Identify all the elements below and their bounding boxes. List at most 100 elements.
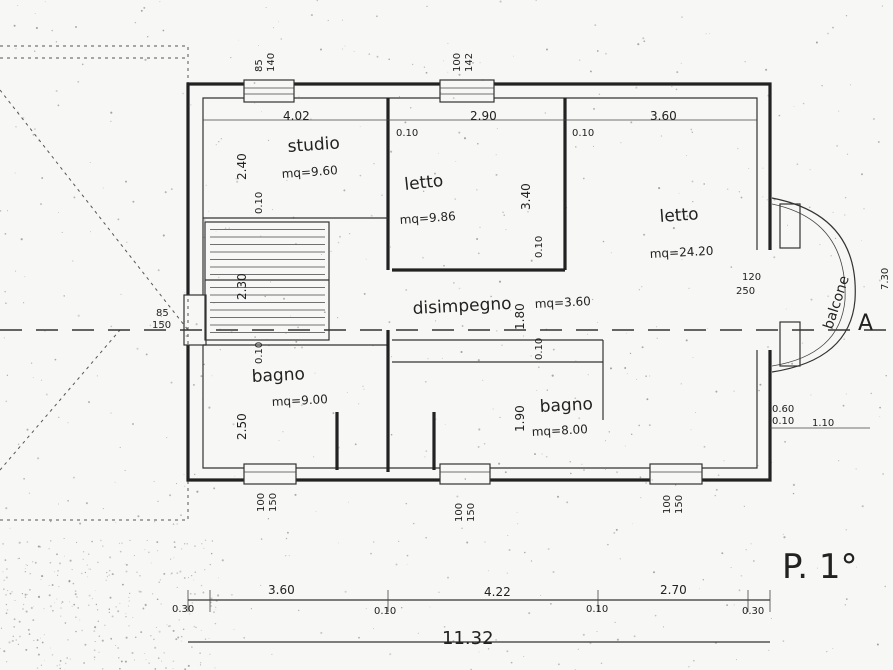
speckle-dot <box>145 659 147 660</box>
speckle-dot <box>64 555 65 557</box>
speckle-dot <box>694 411 696 413</box>
speckle-dot <box>35 26 38 30</box>
speckle-dot <box>162 234 165 237</box>
top-dimensions: 4.02 2.90 3.60 <box>203 109 757 123</box>
speckle-dot <box>105 579 107 581</box>
speckle-dot <box>389 246 391 248</box>
speckle-dot <box>602 240 605 243</box>
speckle-dot <box>152 593 154 595</box>
room-area-letto-2: mq=24.20 <box>649 244 713 261</box>
speckle-dot <box>688 666 690 668</box>
speckle-dot <box>406 554 409 557</box>
speckle-dot <box>662 626 664 628</box>
speckle-dot <box>310 118 312 120</box>
room-name-disimpegno: disimpegno <box>412 294 512 319</box>
speckle-dot <box>217 276 220 279</box>
speckle-dot <box>266 67 268 70</box>
speckle-dot <box>187 664 190 667</box>
speckle-dot <box>3 579 6 582</box>
speckle-dot <box>77 314 80 317</box>
speckle-dot <box>154 521 156 523</box>
speckle-dot <box>213 487 216 490</box>
speckle-dot <box>477 252 480 255</box>
speckle-dot <box>271 653 273 656</box>
speckle-dot <box>125 636 128 639</box>
thin-label-7: 0.10 <box>772 416 794 427</box>
speckle-dot <box>604 440 606 442</box>
speckle-dot <box>74 590 77 592</box>
speckle-dot <box>144 58 147 61</box>
speckle-dot <box>757 465 759 467</box>
speckle-dot <box>199 652 201 654</box>
speckle-dot <box>619 557 622 560</box>
speckle-dot <box>129 592 131 595</box>
speckle-dot <box>128 600 130 602</box>
speckle-dot <box>856 566 857 568</box>
speckle-dot <box>220 138 222 140</box>
speckle-dot <box>5 593 7 596</box>
speckle-dot <box>177 636 180 639</box>
room-area-letto-1: mq=9.86 <box>399 209 456 227</box>
speckle-dot <box>422 256 424 259</box>
speckle-dot <box>204 638 207 640</box>
speckle-dot <box>530 355 532 357</box>
speckle-dot <box>66 657 69 659</box>
speckle-dot <box>209 563 211 566</box>
speckle-dot <box>63 295 65 297</box>
speckle-dot <box>110 120 112 123</box>
speckle-dot <box>176 572 179 574</box>
speckle-dot <box>232 423 235 426</box>
speckle-dot <box>877 141 880 143</box>
speckle-dot <box>740 196 743 199</box>
speckle-dot <box>879 406 881 409</box>
speckle-dot <box>388 58 391 61</box>
speckle-dot <box>68 580 71 583</box>
speckle-dot <box>536 245 538 247</box>
speckle-dot <box>83 662 86 664</box>
speckle-dot <box>645 481 648 485</box>
speckle-dot <box>165 667 167 669</box>
speckle-dot <box>425 537 427 539</box>
speckle-dot <box>96 609 99 611</box>
speckle-dot <box>54 602 56 604</box>
stair-window-width: 85 <box>156 308 169 319</box>
speckle-dot <box>51 654 54 656</box>
speckle-dot <box>495 330 498 332</box>
speckle-dot <box>18 541 21 544</box>
speckle-dot <box>170 558 172 560</box>
speckle-dot <box>395 563 398 566</box>
speckle-dot <box>793 106 795 108</box>
speckle-dot <box>370 214 373 217</box>
speckle-dot <box>168 625 170 627</box>
speckle-dot <box>552 348 555 351</box>
speckle-dot <box>435 418 437 420</box>
speckle-dot <box>762 196 764 198</box>
speckle-dot <box>73 196 76 199</box>
speckle-dot <box>160 315 163 318</box>
speckle-dot <box>139 590 142 593</box>
speckle-dot <box>286 179 288 181</box>
speckle-dot <box>34 50 36 52</box>
speckle-dot <box>79 522 82 525</box>
speckle-dot <box>9 592 12 595</box>
speckle-dot <box>127 605 130 607</box>
speckle-dot <box>845 393 848 395</box>
section-mark: A <box>858 311 873 336</box>
speckle-dot <box>398 96 400 98</box>
speckle-dot <box>204 569 206 571</box>
speckle-dot <box>690 429 692 431</box>
speckle-dot <box>574 397 577 400</box>
speckle-dot <box>202 591 205 594</box>
speckle-dot <box>726 188 729 190</box>
dim-v-disimpegno: 1.80 <box>513 303 527 330</box>
speckle-dot <box>102 187 104 189</box>
speckle-dot <box>146 35 149 38</box>
speckle-dot <box>17 558 19 560</box>
speckle-dot <box>365 608 367 610</box>
room-name-letto-1: letto <box>403 171 444 195</box>
speckle-dot <box>126 241 128 243</box>
dim-top-letto-2: 3.60 <box>650 109 677 123</box>
speckle-dot <box>845 598 848 600</box>
window-2-width: 100 <box>452 53 463 72</box>
speckle-dot <box>77 607 79 609</box>
